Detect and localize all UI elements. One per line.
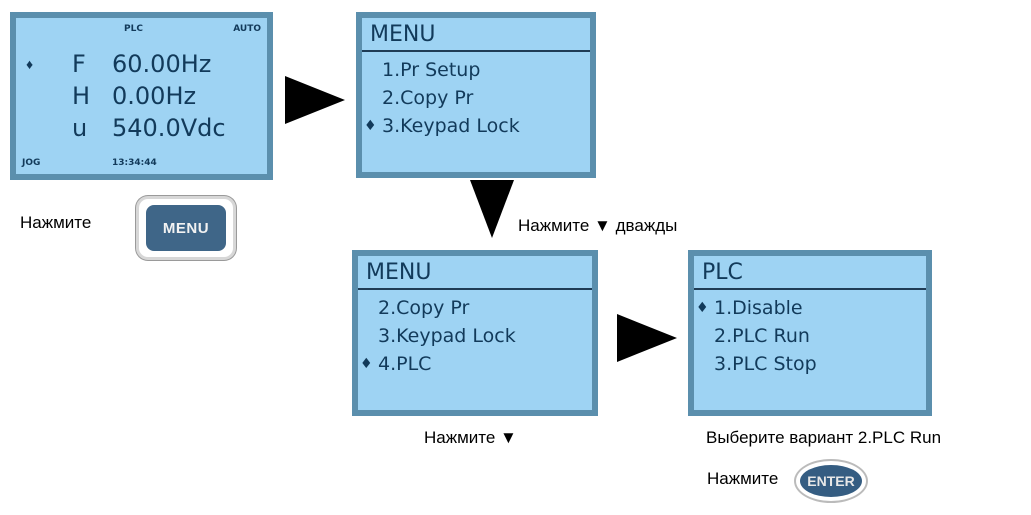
lcd-plc-item: 2.PLC Run: [694, 322, 926, 350]
lcd-plc-item-label: 1.Disable: [714, 297, 803, 319]
caption-press-menu: Нажмите: [20, 213, 92, 232]
caption-press-enter: Нажмите: [707, 469, 779, 488]
lcd-status-auto-indicator: AUTO: [233, 24, 261, 34]
caption-press-down-twice: Нажмите ▼ дважды: [518, 216, 678, 235]
lcd-menu-item-label: 2.Copy Pr: [382, 87, 474, 109]
selector-arrow-icon: ♦: [360, 356, 373, 372]
lcd-menu-item: ♦ 4.PLC: [358, 350, 592, 378]
lcd-plc-item: 3.PLC Stop: [694, 350, 926, 378]
lcd-status-clock: 13:34:44: [112, 158, 157, 168]
arrow-right-icon: [285, 76, 345, 124]
lcd-plc-item-label: 3.PLC Stop: [714, 353, 817, 375]
lcd-status-row-letter: F: [72, 50, 86, 78]
lcd-menu-item-label: 2.Copy Pr: [378, 297, 470, 319]
lcd-menu-display-2: MENU 2.Copy Pr 3.Keypad Lock ♦ 4.PLC: [352, 250, 598, 416]
caption-select-option: Выберите вариант 2.PLC Run: [706, 428, 942, 447]
lcd-plc-screen: PLC ♦ 1.Disable 2.PLC Run 3.PLC Stop: [694, 256, 926, 410]
lcd-status-row-letter: H: [72, 82, 91, 110]
lcd-status-row-letter: u: [72, 114, 88, 142]
lcd-menu-item-label: 3.Keypad Lock: [378, 325, 516, 347]
lcd-plc-title: PLC: [694, 256, 926, 290]
menu-button-label: MENU: [146, 205, 226, 251]
enter-button[interactable]: ENTER: [794, 459, 868, 503]
lcd-plc-item: ♦ 1.Disable: [694, 294, 926, 322]
lcd-status-display: PLC AUTO ♦ F 60.00Hz H 0.00Hz u 540.0Vdc…: [10, 12, 273, 180]
lcd-menu-item: 2.Copy Pr: [362, 84, 590, 112]
lcd-menu-item-label: 1.Pr Setup: [382, 59, 481, 81]
lcd-plc-display: PLC ♦ 1.Disable 2.PLC Run 3.PLC Stop: [688, 250, 932, 416]
lcd-status-plc-indicator: PLC: [124, 24, 143, 34]
selector-arrow-icon: ♦: [696, 300, 709, 316]
enter-button-label: ENTER: [800, 465, 862, 497]
lcd-menu-item: ♦ 3.Keypad Lock: [362, 112, 590, 140]
selector-arrow-icon: ♦: [364, 118, 377, 134]
lcd-menu-item: 2.Copy Pr: [358, 294, 592, 322]
lcd-status-screen: PLC AUTO ♦ F 60.00Hz H 0.00Hz u 540.0Vdc…: [16, 18, 267, 174]
lcd-menu-screen-1: MENU 1.Pr Setup 2.Copy Pr ♦ 3.Keypad Lock: [362, 18, 590, 172]
lcd-menu-title: MENU: [358, 256, 592, 290]
lcd-status-row-value: 60.00Hz: [112, 50, 212, 78]
selector-arrow-icon: ♦: [26, 56, 34, 72]
lcd-status-row-value: 540.0Vdc: [112, 114, 226, 142]
lcd-status-jog-indicator: JOG: [22, 158, 41, 168]
lcd-menu-screen-2: MENU 2.Copy Pr 3.Keypad Lock ♦ 4.PLC: [358, 256, 592, 410]
lcd-menu-item: 1.Pr Setup: [362, 56, 590, 84]
lcd-menu-display-1: MENU 1.Pr Setup 2.Copy Pr ♦ 3.Keypad Lock: [356, 12, 596, 178]
lcd-menu-item: 3.Keypad Lock: [358, 322, 592, 350]
lcd-plc-item-label: 2.PLC Run: [714, 325, 810, 347]
lcd-status-row-value: 0.00Hz: [112, 82, 197, 110]
lcd-menu-title: MENU: [362, 18, 590, 52]
arrow-right-icon: [617, 314, 677, 362]
lcd-menu-item-label: 3.Keypad Lock: [382, 115, 520, 137]
caption-press-down: Нажмите ▼: [424, 428, 517, 447]
menu-button[interactable]: MENU: [136, 196, 236, 260]
arrow-down-icon: [470, 180, 514, 238]
lcd-menu-item-label: 4.PLC: [378, 353, 432, 375]
